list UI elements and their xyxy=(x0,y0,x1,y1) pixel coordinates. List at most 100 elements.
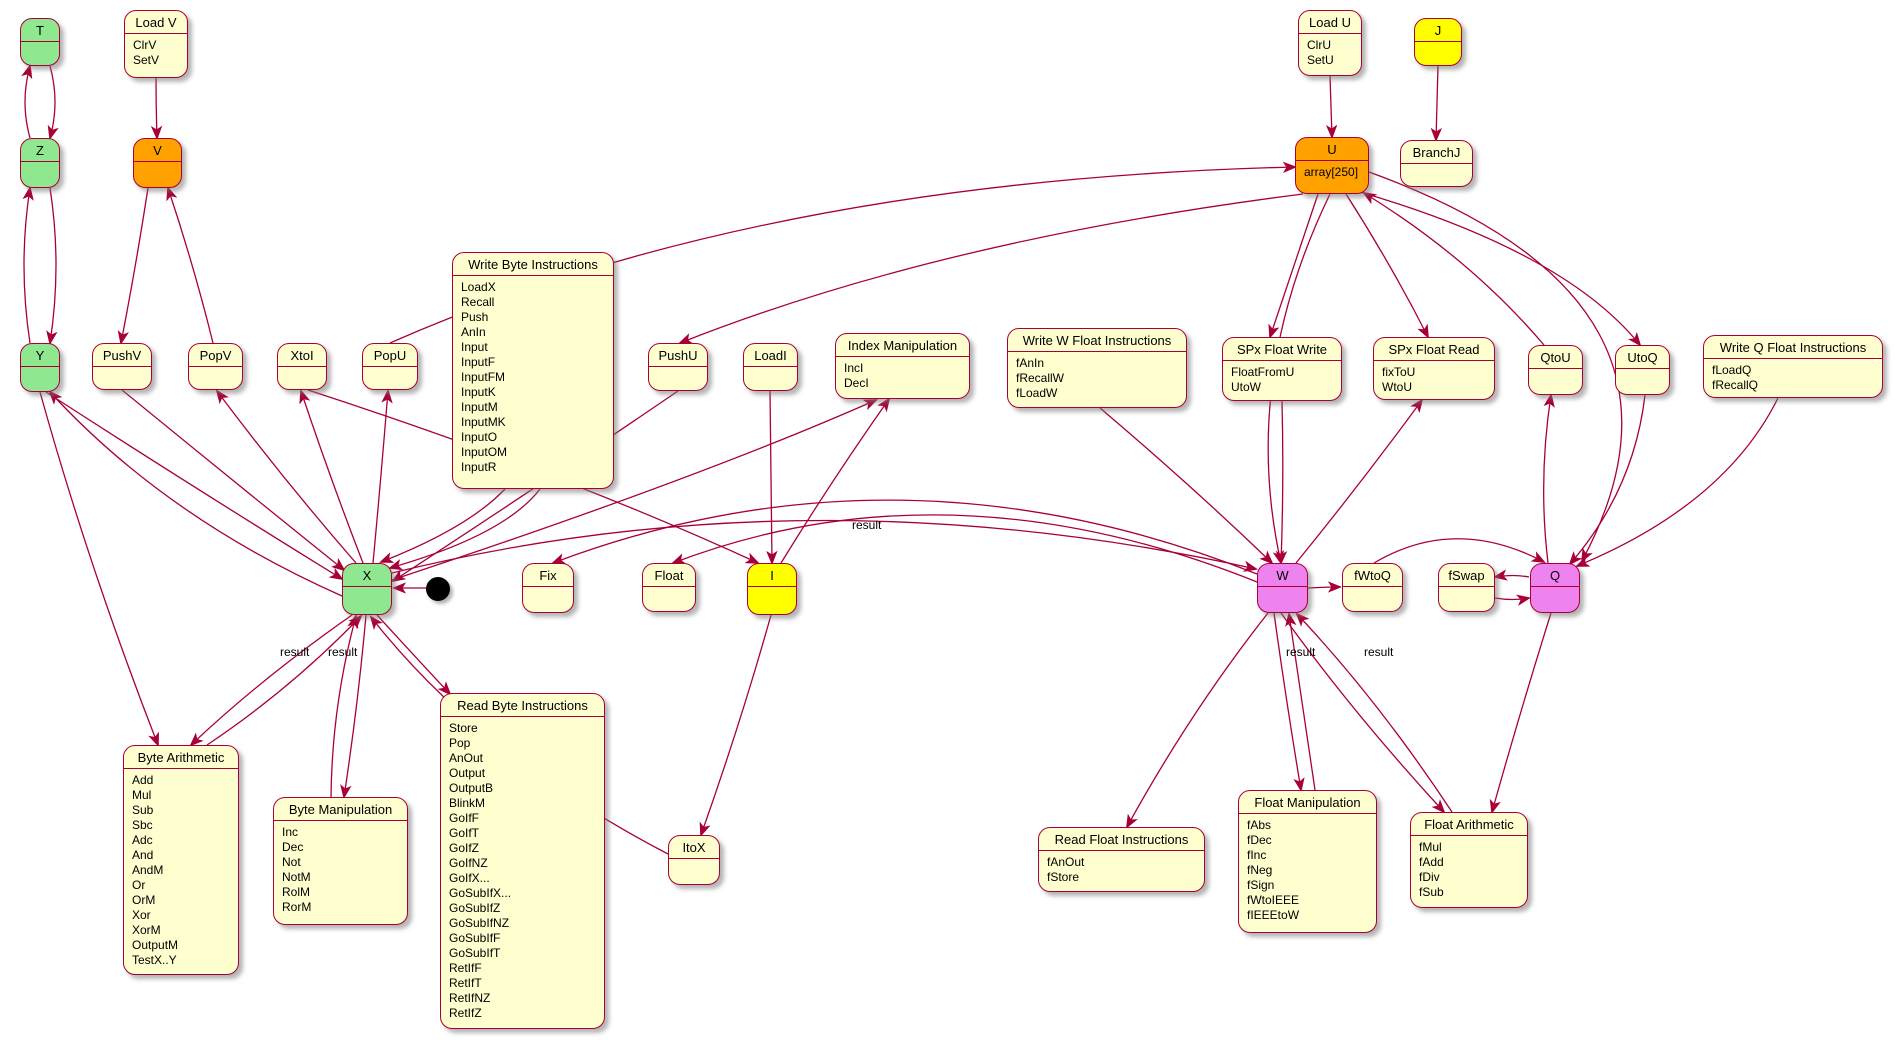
state-title: XtoI xyxy=(290,348,314,363)
edge-label-result: result xyxy=(1364,645,1394,659)
state-body xyxy=(1529,369,1582,394)
edge-V-to-PushV xyxy=(117,187,149,346)
edge-X-to-IM xyxy=(391,399,878,581)
state-body xyxy=(649,367,707,390)
state-title-divider xyxy=(1704,358,1882,359)
state-body-line: Adc xyxy=(132,833,153,847)
state-body xyxy=(1439,587,1494,611)
state-body-line: ClrU xyxy=(1307,38,1331,52)
state-PushU: PushU xyxy=(648,343,708,391)
state-title: Float xyxy=(654,568,684,583)
edge-Y-to-BA xyxy=(39,391,159,747)
state-ItoX: ItoX xyxy=(668,835,720,885)
state-J: J xyxy=(1414,18,1462,66)
state-body-line: GoSubIfX... xyxy=(449,886,512,900)
state-body-line: RorM xyxy=(282,900,312,914)
edge-WBI-to-X xyxy=(387,488,541,571)
state-title-divider xyxy=(1039,850,1204,851)
state-title-divider xyxy=(1411,835,1527,836)
state-body xyxy=(1531,587,1579,612)
state-body xyxy=(343,587,391,614)
state-Fix: Fix xyxy=(522,563,574,613)
state-body-line: Inc xyxy=(282,825,299,839)
edge-PopV-to-V xyxy=(166,185,214,344)
edge-U-to-Q xyxy=(1368,171,1623,563)
state-body-line: fixToU xyxy=(1382,365,1416,379)
state-title: W xyxy=(1276,568,1289,583)
edge-W-to-RFI xyxy=(1125,612,1269,829)
edge-FM-to-W xyxy=(1285,611,1316,791)
state-body-line: Sbc xyxy=(132,818,153,832)
state-title-divider xyxy=(1239,813,1376,814)
state-body-line: LoadX xyxy=(461,280,496,294)
state-title-divider xyxy=(1616,368,1669,369)
edge-SPxFW-to-W xyxy=(1275,400,1288,566)
edge-QtoU-to-U xyxy=(1362,191,1545,346)
edge-fWtoQ-to-Q xyxy=(1373,538,1546,564)
state-body xyxy=(363,367,417,389)
state-title-divider xyxy=(21,161,59,162)
state-fSwap: fSwap xyxy=(1438,563,1495,612)
state-title-divider xyxy=(363,366,417,367)
edge-W-to-Fix xyxy=(550,499,1258,575)
state-body xyxy=(21,42,59,65)
state-body-line: OutputB xyxy=(449,781,494,795)
edge-U-to-SPxFW xyxy=(1268,193,1319,340)
edge-X-to-PopV xyxy=(215,389,357,564)
state-body-line: fSign xyxy=(1247,878,1275,892)
edge-LoadI-to-I xyxy=(766,390,778,566)
state-body-line: fNeg xyxy=(1247,863,1273,877)
state-title: Byte Manipulation xyxy=(288,802,393,817)
state-body-line: InputK xyxy=(461,385,496,399)
edge-Q-to-fSwap xyxy=(1492,569,1530,581)
state-body-line: OutputM xyxy=(132,938,179,952)
state-body-line: FloatFromU xyxy=(1231,365,1295,379)
state-title-divider xyxy=(1296,160,1368,161)
edge-PushV-to-X xyxy=(121,389,346,572)
state-title-divider xyxy=(1439,586,1494,587)
state-body-line: InputM xyxy=(461,400,498,414)
state-body-line: fDiv xyxy=(1419,870,1440,884)
state-body-line: fRecallW xyxy=(1016,371,1065,385)
state-title-divider xyxy=(1008,351,1186,352)
state-body xyxy=(1401,164,1472,186)
state-body xyxy=(744,367,797,390)
state-body-line: DecI xyxy=(844,376,869,390)
state-V: V xyxy=(133,138,182,188)
state-title-divider xyxy=(1374,360,1494,361)
state-body-line: fLoadQ xyxy=(1712,363,1752,377)
state-title: Float Manipulation xyxy=(1254,795,1361,810)
edge-Q-to-FA xyxy=(1489,612,1552,815)
state-XtoI: XtoI xyxy=(277,343,327,390)
state-title-divider xyxy=(523,586,573,587)
state-body-line: NotM xyxy=(282,870,311,884)
edge-Y-to-X xyxy=(45,391,344,581)
edge-label-result: result xyxy=(1286,645,1316,659)
edge-J-to-BranchJ xyxy=(1430,65,1443,143)
state-body xyxy=(93,367,151,389)
edge-X-to-PopU xyxy=(372,388,393,564)
state-body-line: Output xyxy=(449,766,486,780)
state-body-line: fInc xyxy=(1247,848,1267,862)
state-body-line: UtoW xyxy=(1231,380,1261,394)
state-PopV: PopV xyxy=(188,343,243,390)
state-body-line: GoIfF xyxy=(449,811,480,825)
state-title-divider xyxy=(343,586,391,587)
state-title-divider xyxy=(649,366,707,367)
state-body-line: InputR xyxy=(461,460,497,474)
state-body-line: AnOut xyxy=(449,751,484,765)
state-body xyxy=(669,859,719,884)
state-title: ItoX xyxy=(682,840,706,855)
state-body-line: fIEEEtoW xyxy=(1247,908,1300,922)
state-title: X xyxy=(362,568,372,583)
state-title: J xyxy=(1434,23,1442,38)
state-title-divider xyxy=(21,366,59,367)
